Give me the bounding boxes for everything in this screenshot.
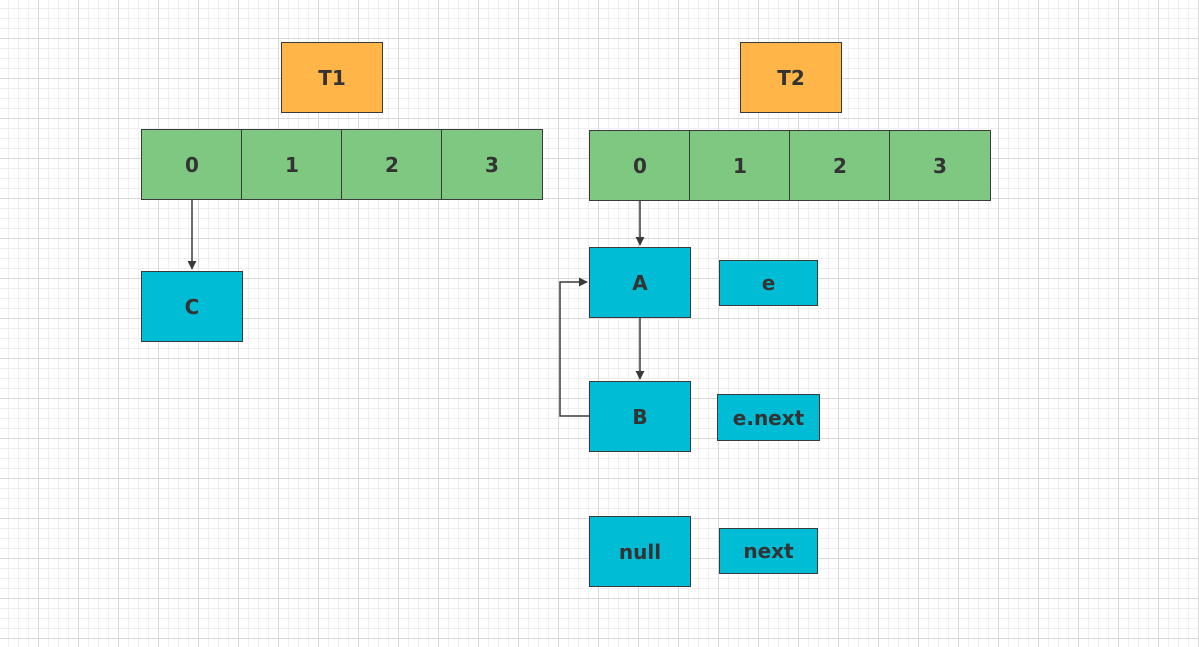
pointer-label-e-next: e.next <box>717 394 820 441</box>
t1-table-array: 0 1 2 3 <box>141 129 543 200</box>
pointer-label-next: next <box>719 528 818 574</box>
node-a: A <box>589 247 691 318</box>
t2-cell-2: 2 <box>789 130 891 201</box>
t1-cell-1: 1 <box>241 129 343 200</box>
arrow-b-to-a <box>559 277 589 417</box>
node-null: null <box>589 516 691 587</box>
thread-t1-label: T1 <box>281 42 383 113</box>
t2-cell-3: 3 <box>889 130 991 201</box>
t1-cell-0: 0 <box>141 129 243 200</box>
t2-table-array: 0 1 2 3 <box>589 130 991 201</box>
node-c: C <box>141 271 243 342</box>
t1-cell-2: 2 <box>341 129 443 200</box>
t2-cell-1: 1 <box>689 130 791 201</box>
pointer-label-e: e <box>719 260 818 306</box>
t1-cell-3: 3 <box>441 129 543 200</box>
thread-t2-label: T2 <box>740 42 842 113</box>
t2-cell-0: 0 <box>589 130 691 201</box>
node-b: B <box>589 381 691 452</box>
